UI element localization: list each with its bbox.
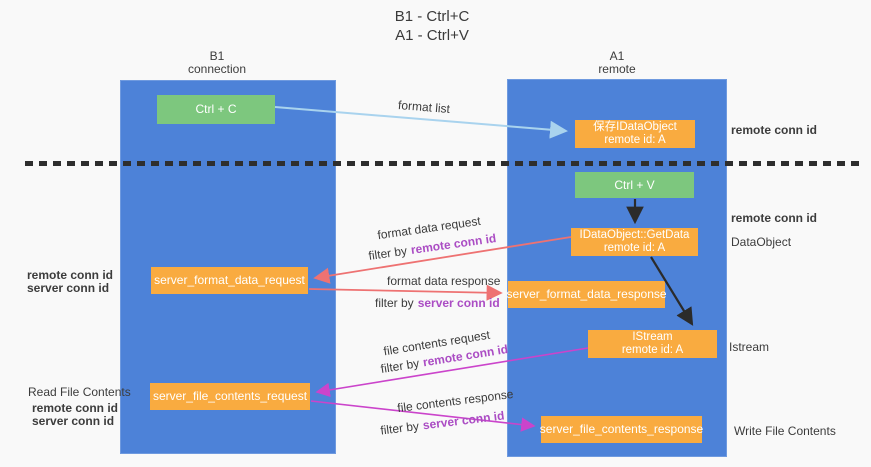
annotation-write-file-contents: Write File Contents [734,424,836,438]
node-ctrl-c: Ctrl + C [157,95,275,124]
node-server-format-data-response-label: server_format_data_response [506,287,667,301]
node-server-file-contents-request-label: server_file_contents_request [152,389,308,403]
node-server-format-data-request-label: server_format_data_request [154,273,305,287]
title-line-1: B1 - Ctrl+C [394,8,470,25]
annotation-read-file-contents: Read File Contents [28,385,131,399]
node-server-file-contents-response-label: server_file_contents_response [539,422,704,436]
annotation-left-server-conn-id-1: server conn id [27,281,110,295]
annotation-dataobject: DataObject [731,235,792,249]
annotation-remote-conn-id-mid: remote conn id [731,211,818,225]
lane-b1-subtitle: connection [187,62,247,76]
filter-by-text: filter by [379,418,420,438]
node-getdata-line1: IDataObject::GetData [579,229,690,241]
node-server-file-contents-response: server_file_contents_response [539,416,704,443]
node-server-format-data-response: server_format_data_response [506,281,667,308]
annotation-left-server-conn-id-2: server conn id [32,414,115,428]
node-istream: IStream remote id: A [588,330,717,358]
node-server-format-data-request: server_format_data_request [151,267,308,294]
filter-by-text: filter by [379,356,421,376]
annotation-left-remote-conn-id-2: remote conn id [32,401,119,415]
server-conn-id-text: server conn id [417,296,500,310]
lane-header-a1: A1 remote [557,50,677,76]
node-save-idataobject-line1: 保存IDataObject [593,121,677,133]
filter-by-text: filter by [367,243,408,263]
lane-a1-name: A1 [609,49,625,63]
node-ctrl-v: Ctrl + V [575,172,694,198]
annotation-istream: Istream [729,340,770,354]
node-ctrl-v-label: Ctrl + V [614,177,655,192]
arrow-format-data-response [308,284,503,301]
annotation-remote-conn-id-top: remote conn id [731,123,818,137]
node-ctrl-c-label: Ctrl + C [195,102,237,116]
node-save-idataobject: 保存IDataObject remote id: A [575,120,695,148]
node-idataobject-getdata: IDataObject::GetData remote id: A [571,228,698,256]
diagram-title: B1 - Ctrl+C A1 - Ctrl+V [322,7,542,45]
node-istream-line1: IStream [632,331,673,343]
node-server-file-contents-request: server_file_contents_request [150,383,310,410]
node-istream-line2: remote id: A [621,344,684,356]
node-getdata-line2: remote id: A [603,242,666,254]
lane-a1-subtitle: remote [598,62,636,76]
annotation-left-remote-conn-id-1: remote conn id [27,268,114,282]
node-save-idataobject-line2: remote id: A [604,134,666,146]
filter-by-text: filter by [375,296,414,310]
server-conn-id-text: server conn id [421,408,506,433]
phase-separator-dashed-line [25,161,863,166]
title-line-2: A1 - Ctrl+V [395,27,469,44]
lane-header-b1: B1 connection [157,50,277,76]
label-format-data-response: format data response [387,274,501,288]
lane-b1-name: B1 [209,49,225,63]
label-format-list: format list [397,97,451,117]
